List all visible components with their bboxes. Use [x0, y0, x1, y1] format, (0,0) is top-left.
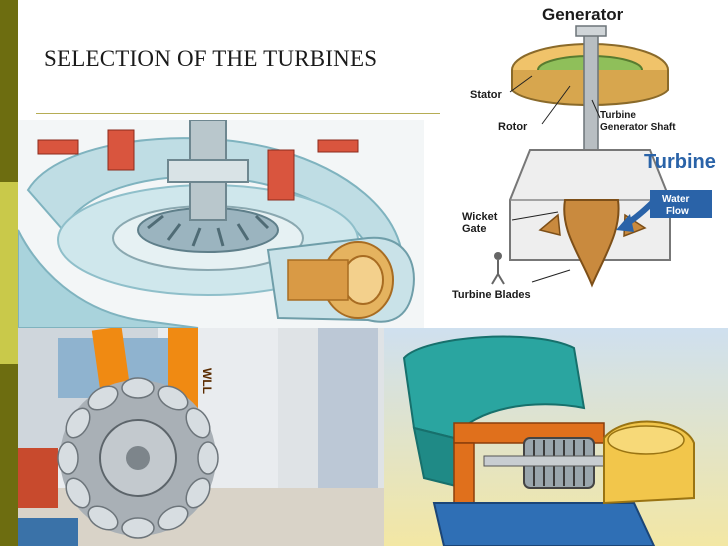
- sidebar-band-middle: [0, 182, 18, 364]
- turbine-blades-label: Turbine Blades: [452, 289, 531, 301]
- kaplan-turbine-render: [384, 328, 728, 546]
- title-underline: [36, 113, 456, 114]
- stator-label: Stator: [470, 89, 503, 101]
- rotor-label: Rotor: [498, 121, 528, 133]
- generator-label: Generator: [542, 5, 624, 24]
- pelton-wheel-photo: WLL: [18, 328, 384, 546]
- generator-turbine-diagram: Generator Stator Rotor Turbine Generator…: [440, 0, 728, 304]
- slide-title: SELECTION OF THE TURBINES: [44, 46, 378, 71]
- wicket-gate-label-line2: Gate: [462, 223, 486, 235]
- water-flow-label-line2: Flow: [666, 206, 689, 217]
- turbine-label: Turbine: [644, 151, 716, 173]
- francis-turbine-cutaway-image: [18, 120, 424, 328]
- water-flow-label-line1: Water: [662, 194, 690, 205]
- strap-label: WLL: [200, 368, 214, 394]
- shaft-label-line2: Generator Shaft: [600, 122, 676, 133]
- wicket-gate-label-line1: Wicket: [462, 211, 498, 223]
- sidebar-band-bottom: [0, 364, 18, 546]
- shaft-label-line1: Turbine: [600, 110, 636, 121]
- sidebar-band-top: [0, 0, 18, 182]
